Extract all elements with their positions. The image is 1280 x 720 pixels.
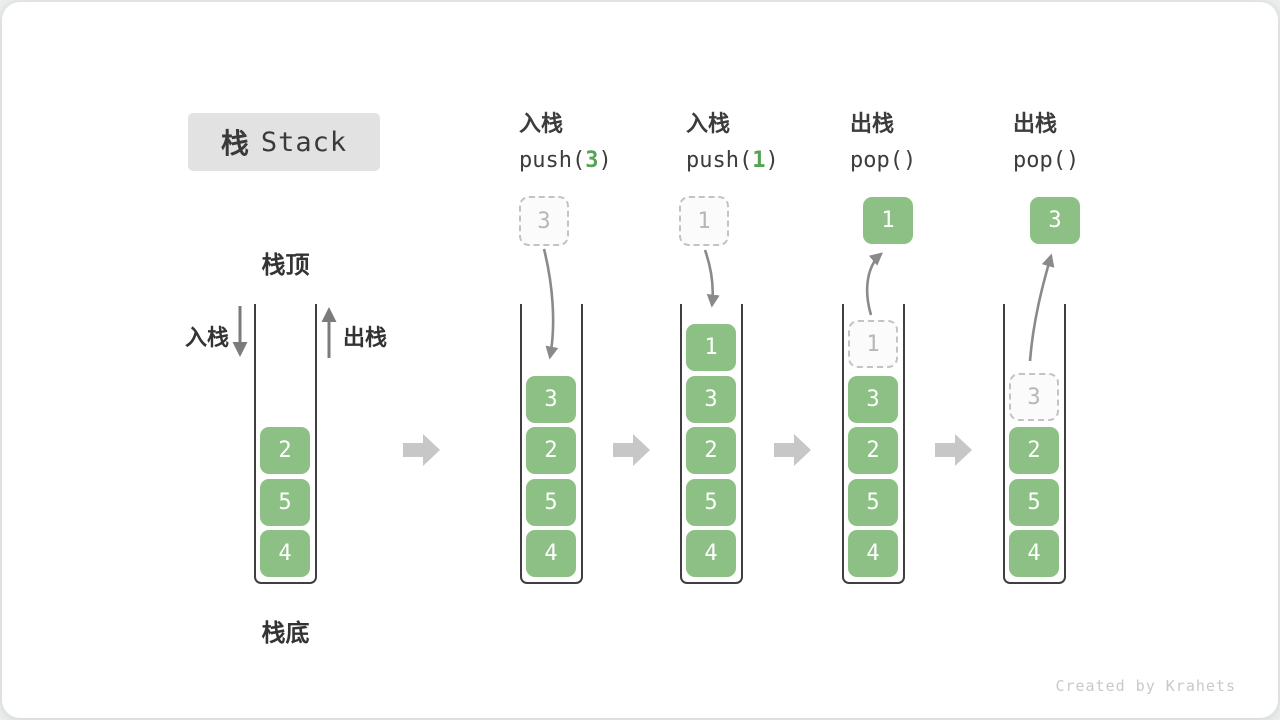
code-suffix: ) [598,148,612,173]
next-step-arrow-icon [403,434,440,466]
stack-cell-popped: 3 [1009,373,1059,421]
stack-cell: 2 [526,427,576,474]
op-code-label: push(1) [686,148,856,173]
op-header-pop-3: 出栈 pop() [1013,106,1183,173]
stack-cell: 3 [848,376,898,423]
stack-cell: 1 [686,324,736,371]
stack-cell: 3 [526,376,576,423]
stack-cell: 5 [526,479,576,526]
stack-cell: 3 [686,376,736,423]
floating-value-box-solid: 1 [863,197,913,244]
floating-value-box-dashed: 1 [679,196,729,246]
code-prefix: push( [686,148,753,173]
stack-top-label: 栈顶 [261,251,310,279]
stack-cell: 5 [686,479,736,526]
op-zh-label: 出栈 [1013,112,1058,137]
op-zh-label: 入栈 [686,112,731,137]
stack-cell: 2 [1009,427,1059,474]
stack-cell: 2 [848,427,898,474]
stack-cell: 2 [260,427,310,474]
code-arg: 1 [752,148,766,173]
op-code-label: push(3) [519,148,689,173]
stack-cell: 5 [1009,479,1059,526]
stack-bottom-label: 栈底 [261,619,310,647]
op-code-label: pop() [850,148,1020,173]
stack-cell: 4 [526,530,576,577]
title-badge: 栈 Stack [188,113,380,171]
floating-value-box-dashed: 3 [519,196,569,246]
pop-side-label: 出栈 [343,326,388,351]
floating-value-box-solid: 3 [1030,197,1080,244]
push-side-label: 入栈 [185,326,230,351]
stack-cell: 2 [686,427,736,474]
stack-cell: 4 [1009,530,1059,577]
code-prefix: pop() [1013,148,1080,173]
code-suffix: ) [765,148,779,173]
op-header-pop-1: 出栈 pop() [850,106,1020,173]
stack-cell: 5 [848,479,898,526]
next-step-arrow-icon [774,434,811,466]
code-prefix: push( [519,148,586,173]
code-arg: 3 [585,148,599,173]
next-step-arrow-icon [613,434,650,466]
stack-cell-popped: 1 [848,320,898,368]
stack-cell: 4 [686,530,736,577]
op-zh-label: 出栈 [850,112,895,137]
stack-cell: 5 [260,479,310,526]
push-curve-arrow-icon [703,249,720,308]
code-prefix: pop() [850,148,917,173]
title-en: Stack [260,126,348,158]
op-code-label: pop() [1013,148,1183,173]
stack-cell: 4 [848,530,898,577]
title-zh: 栈 [220,127,249,160]
watermark: Created by Krahets [1055,677,1236,695]
op-header-push-1: 入栈 push(1) [686,106,856,173]
next-step-arrow-icon [935,434,972,466]
op-header-push-3: 入栈 push(3) [519,106,689,173]
op-zh-label: 入栈 [519,112,564,137]
stack-cell: 4 [260,530,310,577]
